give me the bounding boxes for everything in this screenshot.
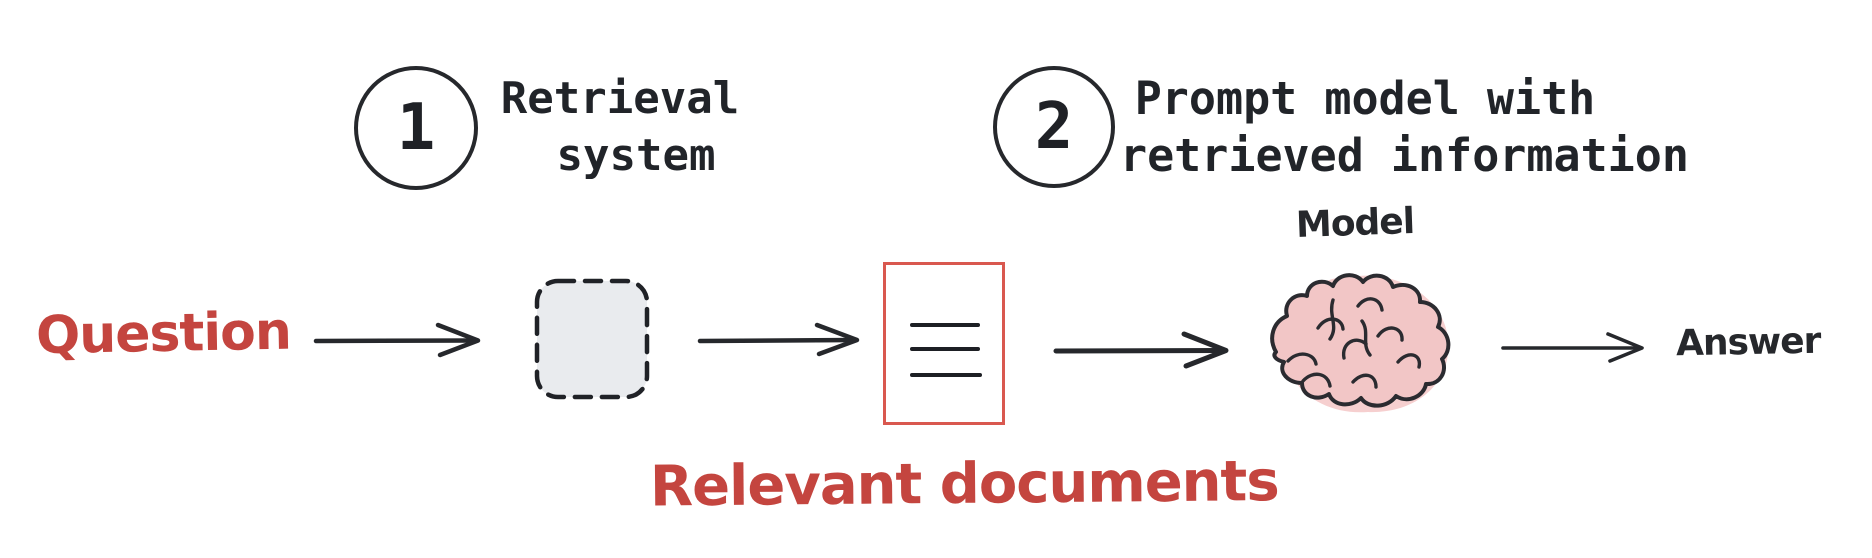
arrow-retrieval-to-documents-icon	[697, 322, 860, 357]
question-label: Question	[35, 301, 292, 367]
step-2-circle: 2	[993, 66, 1115, 188]
answer-label: Answer	[1675, 320, 1821, 365]
model-brain-icon	[1270, 273, 1451, 413]
step-1-title-line2: system	[556, 130, 716, 181]
document-text-line	[910, 323, 980, 327]
step-1-title-line1: Retrieval	[500, 73, 740, 124]
arrow-documents-to-model-icon	[1053, 331, 1229, 369]
step-2-number: 2	[1034, 90, 1074, 164]
step-1-title: Retrieval system	[470, 70, 770, 184]
arrow-question-to-retrieval-icon	[313, 322, 481, 358]
model-label: Model	[1295, 200, 1415, 247]
step-2-title: Prompt model with retrieved information	[1090, 70, 1689, 184]
document-icon	[883, 262, 1005, 425]
step-1-circle: 1	[354, 66, 478, 190]
document-text-line	[910, 373, 982, 377]
step-2-title-line2: retrieved information	[1120, 129, 1689, 182]
relevant-documents-label: Relevant documents	[649, 449, 1279, 520]
step-1-number: 1	[396, 91, 436, 165]
retrieval-system-box-icon	[534, 278, 650, 400]
document-text-line	[910, 347, 980, 351]
step-2-title-line1: Prompt model with	[1134, 72, 1596, 125]
arrow-model-to-answer-icon	[1501, 332, 1644, 363]
